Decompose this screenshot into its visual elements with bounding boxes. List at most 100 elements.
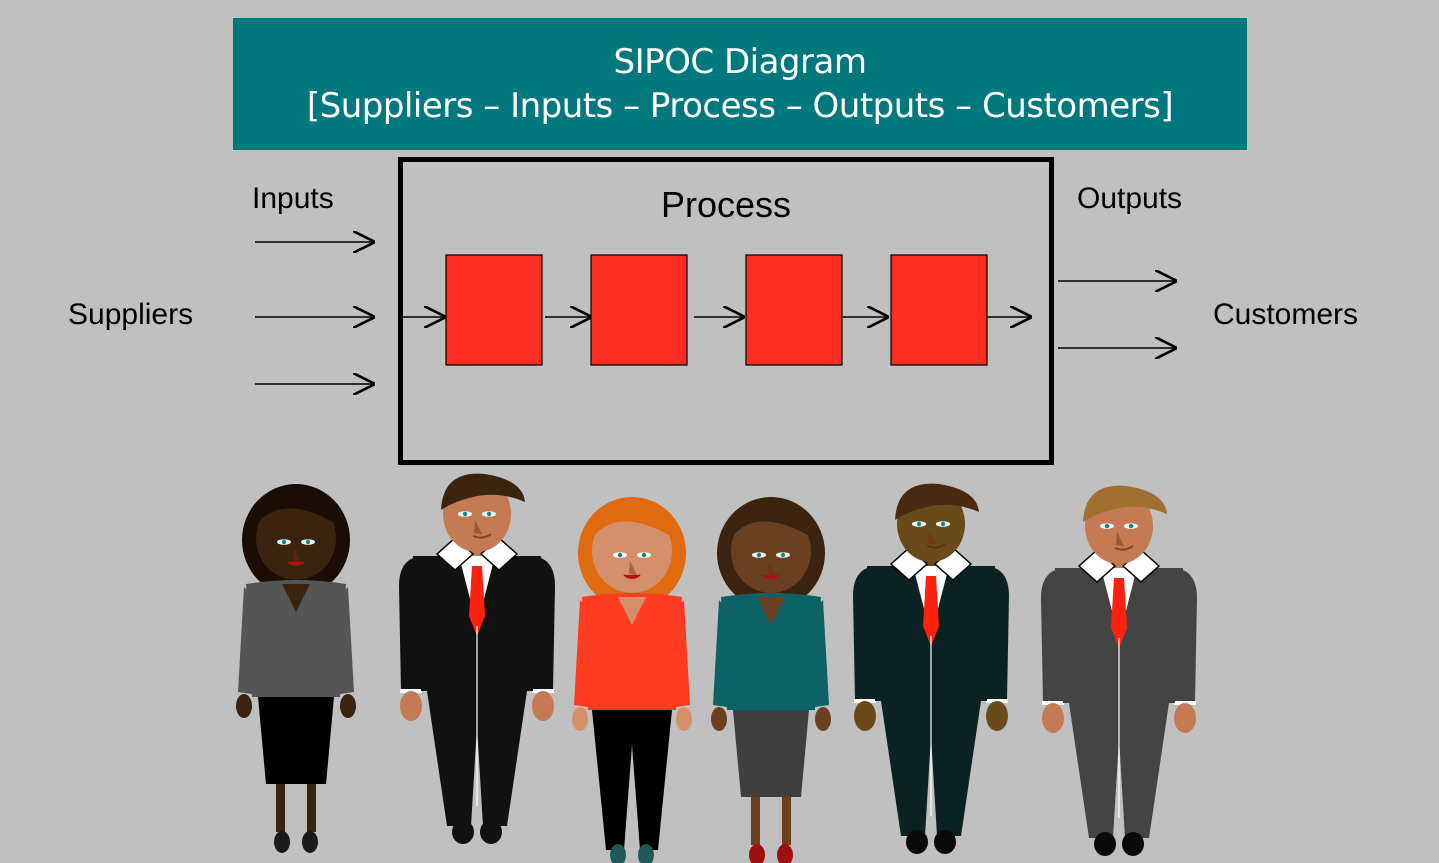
- shoe-left: [749, 844, 765, 863]
- mouth: [287, 561, 305, 566]
- process-steps: [445, 254, 988, 366]
- hair-fringe: [252, 494, 340, 532]
- shoe-left: [610, 844, 626, 863]
- nose: [1116, 532, 1124, 546]
- tie: [1111, 578, 1127, 648]
- hand-left: [572, 707, 588, 731]
- hand-right: [986, 701, 1008, 731]
- nose: [629, 561, 637, 575]
- pupil: [940, 521, 946, 527]
- hair: [1083, 485, 1167, 522]
- shoe-right: [1122, 832, 1144, 856]
- hand-right: [340, 694, 356, 718]
- shoe-left: [906, 830, 928, 854]
- nose: [293, 548, 301, 562]
- person: [572, 497, 692, 863]
- person: [711, 497, 831, 863]
- top: [721, 593, 821, 710]
- hand-right: [532, 691, 554, 721]
- nose: [928, 530, 936, 544]
- process-step-box: [445, 254, 543, 366]
- pupil: [641, 552, 647, 558]
- pupil: [1104, 523, 1110, 529]
- shoe-right: [480, 820, 502, 844]
- trousers: [1069, 703, 1169, 838]
- process-step-box: [890, 254, 988, 366]
- flow-arrows: [255, 242, 1177, 384]
- hand-left: [711, 707, 727, 731]
- shoe-right: [934, 830, 956, 854]
- shoe-left: [1094, 832, 1116, 856]
- person: [853, 483, 1009, 854]
- leg-left: [751, 797, 760, 845]
- hair-fringe: [727, 507, 815, 545]
- tie: [469, 566, 485, 636]
- mouth: [623, 574, 641, 579]
- pupil: [756, 552, 762, 558]
- shoe-left: [274, 831, 290, 853]
- leg-right: [782, 797, 791, 845]
- hand-right: [815, 707, 831, 731]
- hand-right: [1174, 703, 1196, 733]
- pupil: [281, 539, 287, 545]
- shoe-right: [302, 831, 318, 853]
- pupil: [1128, 523, 1134, 529]
- inputs-label: Inputs: [252, 182, 334, 215]
- head: [592, 509, 672, 593]
- person: [1041, 485, 1197, 856]
- leg-left: [276, 784, 285, 832]
- shoe-left: [452, 820, 474, 844]
- trousers: [881, 701, 981, 836]
- title-line-1: SIPOC Diagram: [613, 42, 867, 82]
- mouth: [1114, 545, 1134, 551]
- shoe-right: [777, 844, 793, 863]
- neckline: [757, 597, 785, 625]
- process-box: Process: [398, 157, 1054, 465]
- skirt: [733, 710, 809, 797]
- hand-right: [676, 707, 692, 731]
- leg-right: [307, 784, 316, 832]
- pupil: [617, 552, 623, 558]
- pupil: [305, 539, 311, 545]
- pants: [592, 710, 672, 850]
- mouth: [472, 533, 492, 539]
- outputs-label: Outputs: [1077, 182, 1183, 215]
- process-step-box: [590, 254, 688, 366]
- title-banner: SIPOC Diagram [Suppliers – Inputs – Proc…: [233, 18, 1247, 150]
- head: [731, 509, 811, 593]
- hand-left: [400, 691, 422, 721]
- hair: [441, 473, 525, 510]
- tie: [923, 576, 939, 646]
- process-step-box: [745, 254, 843, 366]
- mouth: [762, 574, 780, 579]
- nose: [474, 520, 482, 534]
- pupil: [916, 521, 922, 527]
- skirt: [258, 697, 334, 784]
- nose: [768, 561, 776, 575]
- hand-left: [1042, 703, 1064, 733]
- pupil: [780, 552, 786, 558]
- top: [246, 580, 346, 697]
- person: [399, 473, 555, 844]
- trousers: [427, 691, 527, 826]
- pupil: [462, 511, 468, 517]
- hair: [895, 483, 979, 520]
- mouth: [926, 543, 946, 549]
- suppliers-label: Suppliers: [68, 298, 194, 331]
- hand-left: [236, 694, 252, 718]
- top: [582, 593, 682, 710]
- person: [236, 484, 356, 853]
- customers-label: Customers: [1213, 298, 1359, 331]
- process-label: Process: [660, 184, 792, 225]
- neckline: [282, 584, 310, 612]
- neckline: [618, 597, 646, 625]
- hair-fringe: [588, 507, 676, 545]
- title-line-2: [Suppliers – Inputs – Process – Outputs …: [306, 86, 1174, 126]
- pupil: [486, 511, 492, 517]
- people-group: [236, 473, 1197, 863]
- shoe-right: [638, 844, 654, 863]
- hand-left: [854, 701, 876, 731]
- head: [256, 496, 336, 580]
